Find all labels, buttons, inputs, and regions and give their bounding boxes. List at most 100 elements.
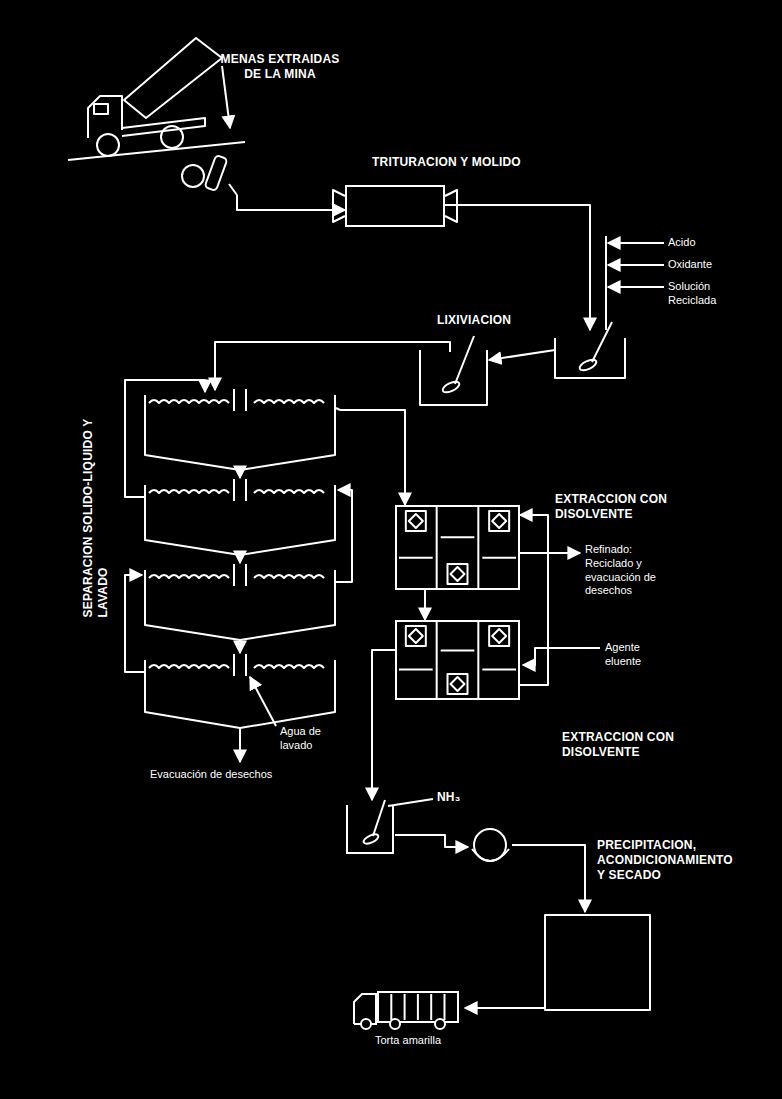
thickener — [145, 660, 335, 728]
truck-outline — [444, 994, 446, 1020]
leach-tank — [455, 336, 474, 384]
truck-outline — [350, 988, 462, 1030]
solvent-extraction-lines — [520, 552, 580, 554]
thickener — [254, 575, 324, 578]
solvent-extraction-lines — [523, 648, 600, 665]
leach-tank — [489, 350, 555, 360]
mixer-settler-cell — [399, 557, 433, 559]
node-heading: EXTRACCION CON DISOLVENTE — [562, 730, 687, 760]
dump-truck — [222, 66, 230, 128]
thickener — [145, 485, 335, 555]
thickener — [239, 640, 241, 653]
mixer-settler-cell — [451, 567, 465, 581]
flow-arrow — [520, 515, 548, 685]
ore-feed-area: MENAS EXTRAIDAS DE LA MINA — [170, 125, 250, 195]
mixer-settler-cell — [448, 564, 468, 584]
flow-arrow — [424, 590, 426, 620]
node-heading: LIXIVIACION — [437, 313, 511, 328]
truck-outline — [390, 1019, 400, 1029]
thickener-overflow-lines — [336, 408, 340, 410]
dump-truck — [94, 104, 108, 114]
water-label: Agua de lavado — [280, 725, 335, 753]
centrifuge-circle: PRECIPITACION, ACONDICIONAMIENTO Y SECAD… — [468, 825, 513, 870]
leach-group: LIXIVIACION — [415, 330, 630, 410]
truck-outline — [378, 992, 458, 1022]
thickener-overflow-lines — [239, 728, 241, 762]
precipitation-lines — [388, 799, 433, 806]
leach-tank — [578, 358, 598, 373]
dump-truck — [68, 38, 245, 160]
thickener — [254, 400, 324, 403]
mill-box: TRITURACION Y MOLIDO — [345, 185, 445, 227]
node-heading: SEPARACION SOLIDO-LIQUIDO Y LAVADO — [81, 403, 111, 618]
truck-outline — [390, 994, 392, 1020]
thickener — [149, 400, 229, 403]
flow-arrow — [215, 342, 415, 390]
mixer-settler-cell — [441, 536, 475, 538]
leach-tank — [592, 322, 612, 362]
mixer-settler-cell — [492, 629, 506, 643]
eluent-label: Agente eluente — [605, 641, 660, 669]
reagent-label: Oxidante — [668, 258, 712, 272]
leach-tank — [420, 350, 487, 405]
thickener-overflow-lines — [125, 380, 352, 762]
crusher-rollers — [205, 155, 228, 191]
circle-outline — [468, 825, 513, 870]
reagent-lines — [608, 242, 664, 244]
truck-outline — [417, 994, 419, 1020]
mixer-settler-cell — [436, 505, 438, 590]
precipitation-lines — [465, 1007, 545, 1009]
thickener — [145, 570, 335, 640]
mixer-settler-cell — [406, 511, 426, 531]
circle-outline — [472, 829, 509, 861]
tank-outline — [347, 800, 393, 853]
dump-truck — [124, 38, 222, 118]
precipitation-lines — [388, 799, 650, 1010]
thickener — [234, 654, 246, 676]
mixer-settler-cell — [482, 557, 516, 559]
mill-feed-ends — [333, 190, 457, 222]
crusher-rollers — [182, 155, 237, 195]
node-heading: MENAS EXTRAIDAS DE LA MINA — [215, 52, 345, 82]
flow-arrow — [395, 835, 468, 847]
thickener-overflow-lines — [125, 380, 205, 497]
thickener-overflow-lines — [335, 490, 352, 582]
mixer-settler-cell — [448, 674, 468, 694]
truck-outline — [435, 1019, 445, 1029]
truck-outline — [354, 992, 458, 1029]
flow-arrow — [237, 195, 345, 210]
process-illustration — [68, 38, 664, 1010]
dump-truck — [68, 142, 245, 160]
truck-outline — [404, 994, 406, 1020]
thickener — [254, 665, 324, 668]
leach-tank — [441, 380, 461, 395]
stripping-box: EXTRACCION CON DISOLVENTE — [395, 620, 520, 700]
node-heading: EXTRACCION CON DISOLVENTE — [555, 492, 680, 522]
thickener-group: SEPARACION SOLIDO-LIQUIDO Y LAVADO — [140, 390, 340, 720]
dryer-box — [545, 915, 650, 1010]
precipitation-lines — [512, 845, 585, 912]
thickener — [254, 490, 324, 493]
tank-outline — [362, 832, 379, 845]
mixer-settler-cell — [409, 629, 423, 643]
mixer-settler-cell — [406, 626, 426, 646]
mixer-settler-cell — [482, 669, 516, 671]
dump-truck — [122, 118, 205, 136]
thickener — [145, 395, 335, 470]
leach-tank — [555, 338, 625, 378]
mixer-settler-cell — [451, 677, 465, 691]
flow-arrow — [445, 205, 590, 330]
reagent-lines — [608, 286, 664, 288]
mixer-settler-cell — [399, 505, 516, 700]
thickener — [234, 389, 246, 411]
mixer-settler-cell — [477, 620, 479, 700]
leach-tank — [415, 342, 450, 352]
dump-truck — [161, 126, 183, 148]
mixer-settler-cell — [489, 511, 509, 531]
reagent-lines — [605, 236, 607, 330]
waste-label: Evacuación de desechos — [150, 768, 272, 782]
thickener — [149, 665, 229, 668]
mixer-settler-cell — [409, 514, 423, 528]
